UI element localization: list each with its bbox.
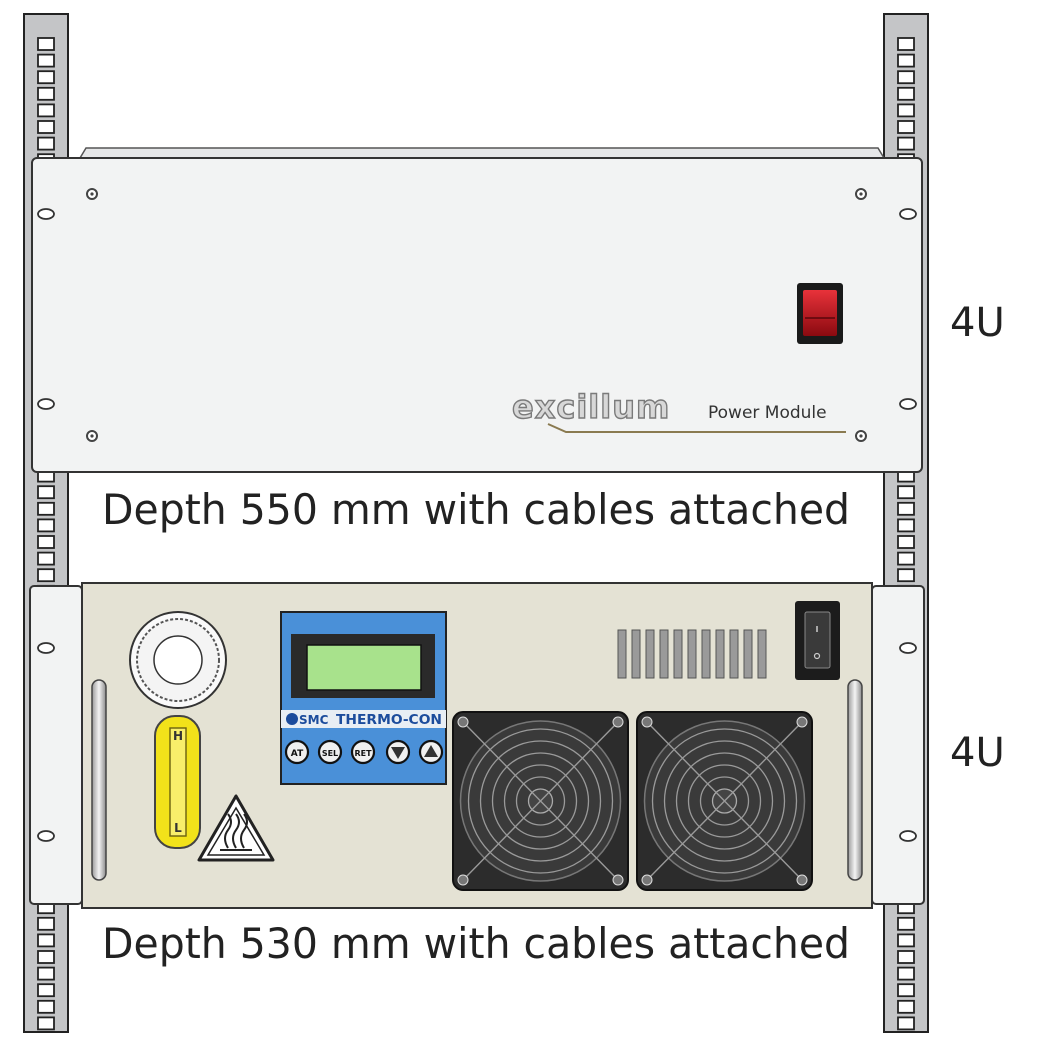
- handle-right[interactable]: [847, 679, 863, 881]
- brand-logo: excillum: [512, 388, 670, 426]
- arrow-down-icon: [391, 747, 405, 759]
- power-module-depth-label: Depth 550 mm with cables attached: [102, 485, 850, 534]
- handle-left[interactable]: [91, 679, 107, 881]
- brand-underline: [547, 423, 846, 433]
- vent-grille: [617, 629, 767, 679]
- controller-button-ret[interactable]: RET: [350, 739, 376, 765]
- rack-mount-slot: [37, 642, 917, 842]
- hot-surface-warning-icon: [197, 794, 275, 862]
- power-switch[interactable]: [797, 283, 843, 344]
- temperature-controller: SMC THERMO-CON AT SEL RET: [280, 611, 447, 785]
- level-gauge: H L: [154, 715, 201, 849]
- controller-display: [306, 644, 422, 691]
- rack-mount-slot: [37, 208, 917, 410]
- controller-button-down[interactable]: [385, 739, 411, 765]
- mounting-screw: [86, 188, 867, 442]
- controller-brand-icon: [286, 713, 298, 725]
- power-module: excillum Power Module: [31, 147, 923, 473]
- controller-button-up[interactable]: [418, 739, 444, 765]
- controller-name: THERMO-CON: [336, 713, 442, 728]
- svg-text:SEL: SEL: [322, 749, 338, 758]
- level-high-mark: H: [173, 729, 183, 743]
- cooling-fan-right: [636, 711, 813, 891]
- level-low-mark: L: [174, 821, 182, 835]
- chiller-depth-label: Depth 530 mm with cables attached: [102, 919, 850, 968]
- model-label: Power Module: [708, 403, 827, 423]
- controller-button-at[interactable]: AT: [284, 739, 310, 765]
- cooling-fan-left: [452, 711, 629, 891]
- controller-brand: SMC: [299, 713, 329, 727]
- tank-cap[interactable]: [129, 611, 227, 709]
- chiller-height-label: 4U: [950, 730, 1005, 776]
- svg-text:AT: AT: [291, 749, 304, 759]
- arrow-up-icon: [424, 745, 438, 757]
- svg-text:RET: RET: [354, 749, 372, 758]
- controller-button-sel[interactable]: SEL: [317, 739, 343, 765]
- power-module-height-label: 4U: [950, 300, 1005, 346]
- chiller-power-switch[interactable]: [795, 601, 840, 680]
- chiller-unit: H L SMC THERMO-CON AT SEL: [29, 582, 925, 909]
